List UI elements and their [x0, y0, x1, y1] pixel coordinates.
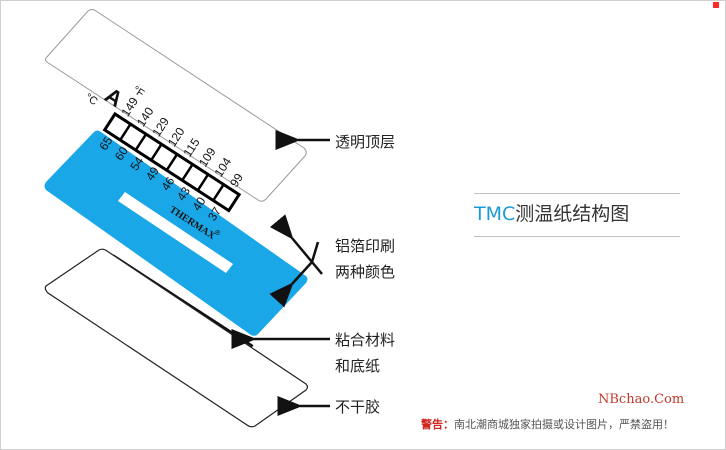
label-adhesive-line2: 和底纸 — [335, 357, 381, 375]
registered-mark: ® — [213, 228, 222, 238]
foil-window — [118, 192, 233, 273]
scale-divider — [134, 133, 148, 151]
scale-divider — [196, 173, 210, 192]
site-watermark: NBchao.Com — [598, 392, 685, 407]
backing-layer — [44, 248, 309, 428]
unit-celsius: °C — [83, 91, 100, 108]
scale-divider — [165, 153, 179, 171]
label-foil-line1: 铝箔印刷 — [335, 237, 396, 255]
label-adhesive-line1: 粘合材料 — [335, 331, 396, 349]
diagram-title-box: TMC测温纸结构图 — [474, 193, 680, 237]
scale-divider — [212, 183, 225, 202]
warning-prefix: 警告： — [421, 418, 454, 431]
bracket-foil — [310, 241, 323, 275]
corner-mark — [713, 2, 719, 8]
copyright-warning: 警告：南北潮商城独家拍摄或设计图片，严禁盗用！ — [421, 416, 674, 432]
warning-text: 南北潮商城独家拍摄或设计图片，严禁盗用！ — [454, 418, 674, 431]
label-backing: 不干胶 — [335, 398, 381, 416]
title-text: 测温纸结构图 — [515, 203, 630, 225]
pointer-arrows — [231, 130, 330, 416]
title-accent: TMC — [474, 203, 516, 225]
arrow-foil-upper — [269, 214, 313, 263]
label-transparent-top: 透明顶层 — [335, 133, 396, 151]
label-foil-line2: 两种颜色 — [335, 263, 396, 281]
scale-divider — [181, 163, 194, 181]
scale-divider — [150, 143, 163, 161]
diagram-title: TMC测温纸结构图 — [474, 202, 629, 226]
scale-divider — [119, 123, 132, 141]
transparent-top-layer — [45, 9, 307, 202]
arrow-foil-lower — [269, 261, 313, 308]
